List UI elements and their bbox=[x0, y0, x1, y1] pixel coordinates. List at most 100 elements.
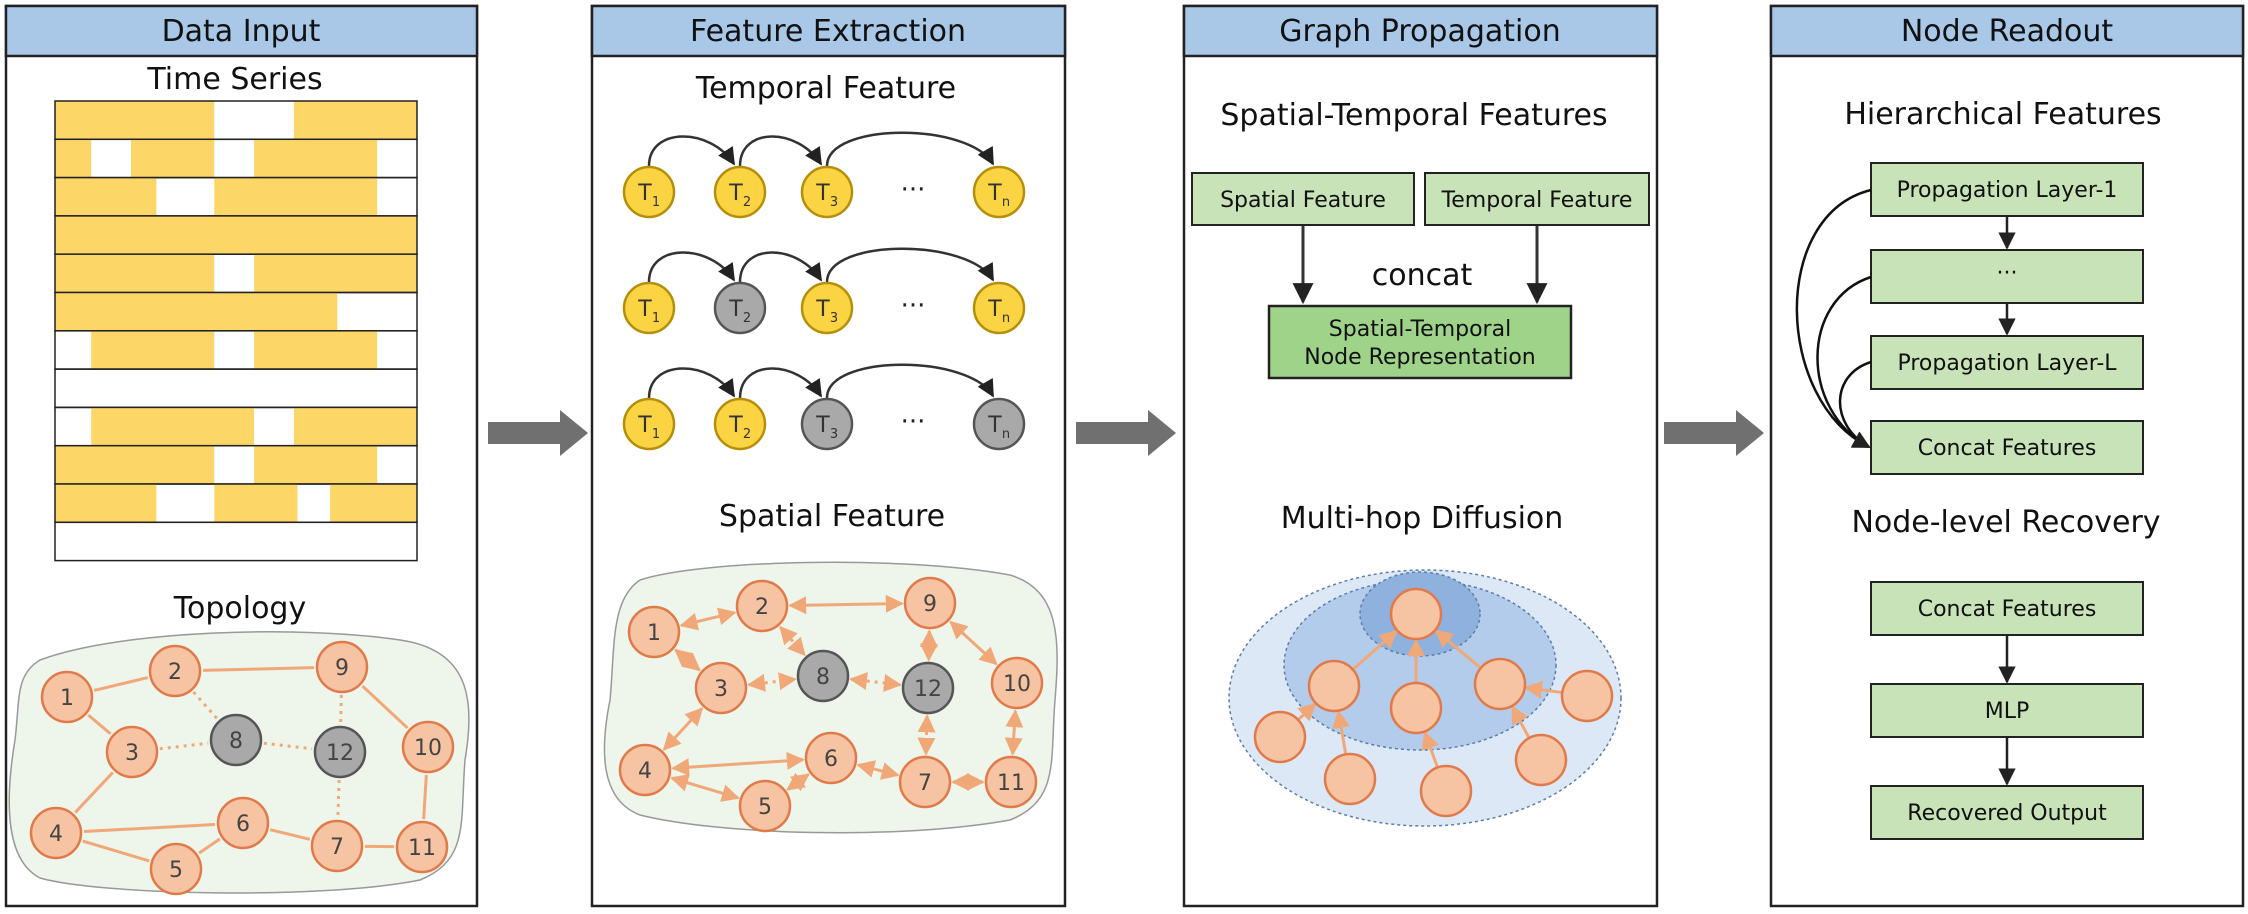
temporal-node-sub: 3 bbox=[830, 195, 838, 210]
flow-arrow bbox=[1076, 410, 1176, 456]
graph-node-label: 5 bbox=[758, 795, 772, 820]
ts-segment bbox=[55, 101, 214, 139]
diffusion-node bbox=[1516, 735, 1566, 785]
graph-node-label: 3 bbox=[125, 741, 139, 766]
ts-segment bbox=[55, 216, 417, 254]
ellipsis: ··· bbox=[901, 291, 926, 321]
node-level-recovery-label: Node-level Recovery bbox=[1851, 505, 2160, 540]
flow-arrow bbox=[488, 410, 588, 456]
temporal-node-sub: n bbox=[1002, 195, 1010, 210]
temporal-node-label: T bbox=[815, 297, 830, 322]
graph-node-label: 2 bbox=[168, 660, 182, 685]
ts-segment bbox=[254, 139, 377, 177]
recovery-box-2-label: MLP bbox=[1985, 699, 2030, 724]
ts-segment bbox=[294, 407, 417, 445]
layer-box-1-label: Propagation Layer-1 bbox=[1897, 178, 2118, 203]
graph-node-label: 2 bbox=[755, 595, 769, 620]
graph-node-label: 1 bbox=[647, 621, 661, 646]
time-series-label: Time Series bbox=[146, 62, 322, 97]
panel-title: Data Input bbox=[162, 14, 321, 49]
temporal-node-sub: 2 bbox=[743, 311, 751, 326]
graph-node-label: 9 bbox=[335, 656, 349, 681]
graph-node-label: 8 bbox=[229, 729, 243, 754]
panel-title: Feature Extraction bbox=[690, 14, 966, 49]
diffusion-node bbox=[1325, 754, 1375, 804]
ellipsis: ··· bbox=[901, 175, 926, 205]
panel-title: Graph Propagation bbox=[1279, 14, 1560, 49]
temporal-feature-label: Temporal Feature bbox=[695, 71, 956, 106]
graph-node-label: 4 bbox=[638, 759, 652, 784]
topology-label: Topology bbox=[173, 591, 306, 626]
diffusion-diagram bbox=[1229, 570, 1621, 826]
graph-edge bbox=[790, 603, 902, 605]
ts-segment bbox=[91, 407, 254, 445]
spatial-feature-label: Spatial Feature bbox=[719, 499, 945, 534]
graph-node-label: 8 bbox=[816, 665, 830, 690]
ts-segment bbox=[330, 484, 417, 522]
graph-node-label: 6 bbox=[824, 747, 838, 772]
graph-node-label: 3 bbox=[714, 677, 728, 702]
temporal-node-label: T bbox=[815, 181, 830, 206]
ts-segment bbox=[214, 484, 297, 522]
concat-label: concat bbox=[1372, 258, 1473, 293]
diffusion-node bbox=[1391, 589, 1441, 639]
st-node-line2: Node Representation bbox=[1304, 345, 1536, 370]
flow-arrow bbox=[1664, 410, 1764, 456]
temporal-node-sub: 2 bbox=[743, 427, 751, 442]
graph-node-label: 10 bbox=[414, 736, 442, 761]
temporal-node-sub: 1 bbox=[652, 427, 660, 442]
ts-segment bbox=[294, 101, 417, 139]
st-features-label: Spatial-Temporal Features bbox=[1220, 98, 1607, 133]
temporal-node-sub: 1 bbox=[652, 311, 660, 326]
recovery-box-3-label: Recovered Output bbox=[1907, 801, 2107, 826]
panel-title: Node Readout bbox=[1901, 14, 2114, 49]
panel-node-readout: Node Readout Hierarchical Features Propa… bbox=[1771, 6, 2243, 906]
ts-segment bbox=[254, 254, 417, 292]
ts-segment bbox=[55, 254, 214, 292]
temporal-node-label: T bbox=[728, 413, 743, 438]
diffusion-node bbox=[1421, 766, 1471, 816]
st-node-line1: Spatial-Temporal bbox=[1329, 317, 1511, 342]
temporal-node-sub: 2 bbox=[743, 195, 751, 210]
layer-box-2-label: ··· bbox=[1997, 261, 2018, 286]
temporal-node-label: T bbox=[637, 297, 652, 322]
graph-node-label: 1 bbox=[60, 686, 74, 711]
graph-node-label: 7 bbox=[918, 771, 932, 796]
graph-node-label: 12 bbox=[326, 741, 354, 766]
diffusion-node bbox=[1391, 683, 1441, 733]
multi-hop-label: Multi-hop Diffusion bbox=[1281, 501, 1564, 536]
hierarchical-features-label: Hierarchical Features bbox=[1844, 97, 2161, 132]
ellipsis: ··· bbox=[901, 407, 926, 437]
temporal-node-sub: n bbox=[1002, 311, 1010, 326]
ts-segment bbox=[55, 139, 91, 177]
graph-node-label: 9 bbox=[923, 592, 937, 617]
ts-segment bbox=[131, 139, 214, 177]
recovery-box-1-label: Concat Features bbox=[1918, 597, 2097, 622]
diffusion-node bbox=[1562, 671, 1612, 721]
temporal-node-label: T bbox=[728, 297, 743, 322]
graph-node-label: 11 bbox=[997, 771, 1025, 796]
ts-segment bbox=[55, 484, 156, 522]
graph-node-label: 5 bbox=[169, 858, 183, 883]
temporal-node-sub: 3 bbox=[830, 311, 838, 326]
ts-segment bbox=[254, 331, 377, 369]
panel-data-input: Data Input Time Series Topology 12345678… bbox=[6, 6, 477, 906]
ts-segment bbox=[55, 446, 214, 484]
ts-segment bbox=[91, 331, 214, 369]
temporal-node-label: T bbox=[637, 413, 652, 438]
layer-box-4-label: Concat Features bbox=[1918, 436, 2097, 461]
panel-graph-propagation: Graph Propagation Spatial-Temporal Featu… bbox=[1184, 6, 1657, 906]
graph-node-label: 7 bbox=[330, 835, 344, 860]
temporal-feature-box-label: Temporal Feature bbox=[1441, 188, 1633, 213]
graph-node-label: 10 bbox=[1003, 672, 1031, 697]
graph-node-label: 6 bbox=[236, 812, 250, 837]
graph-node-label: 4 bbox=[49, 822, 63, 847]
ts-segment bbox=[254, 446, 377, 484]
ts-segment bbox=[55, 293, 337, 331]
temporal-node-sub: n bbox=[1002, 427, 1010, 442]
diffusion-node bbox=[1309, 661, 1359, 711]
ts-segment bbox=[214, 178, 377, 216]
temporal-node-label: T bbox=[815, 413, 830, 438]
temporal-node-label: T bbox=[987, 181, 1002, 206]
